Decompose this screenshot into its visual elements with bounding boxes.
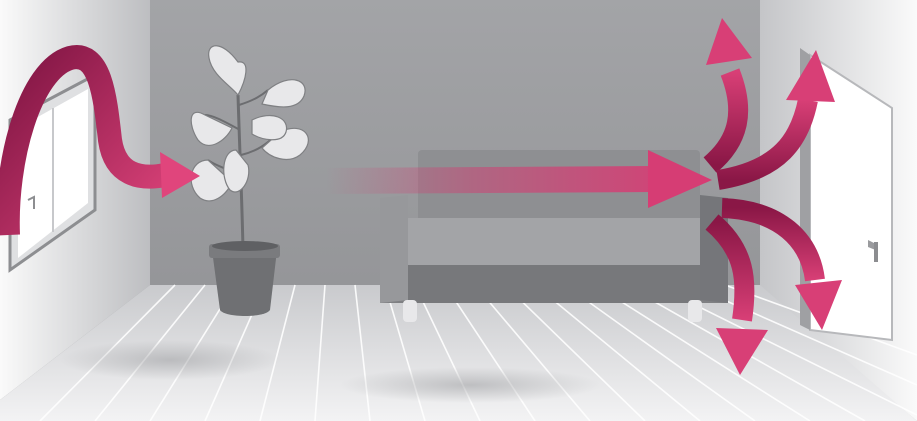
floor-shadow-left <box>60 340 280 380</box>
floor-shadow-center <box>340 367 600 403</box>
